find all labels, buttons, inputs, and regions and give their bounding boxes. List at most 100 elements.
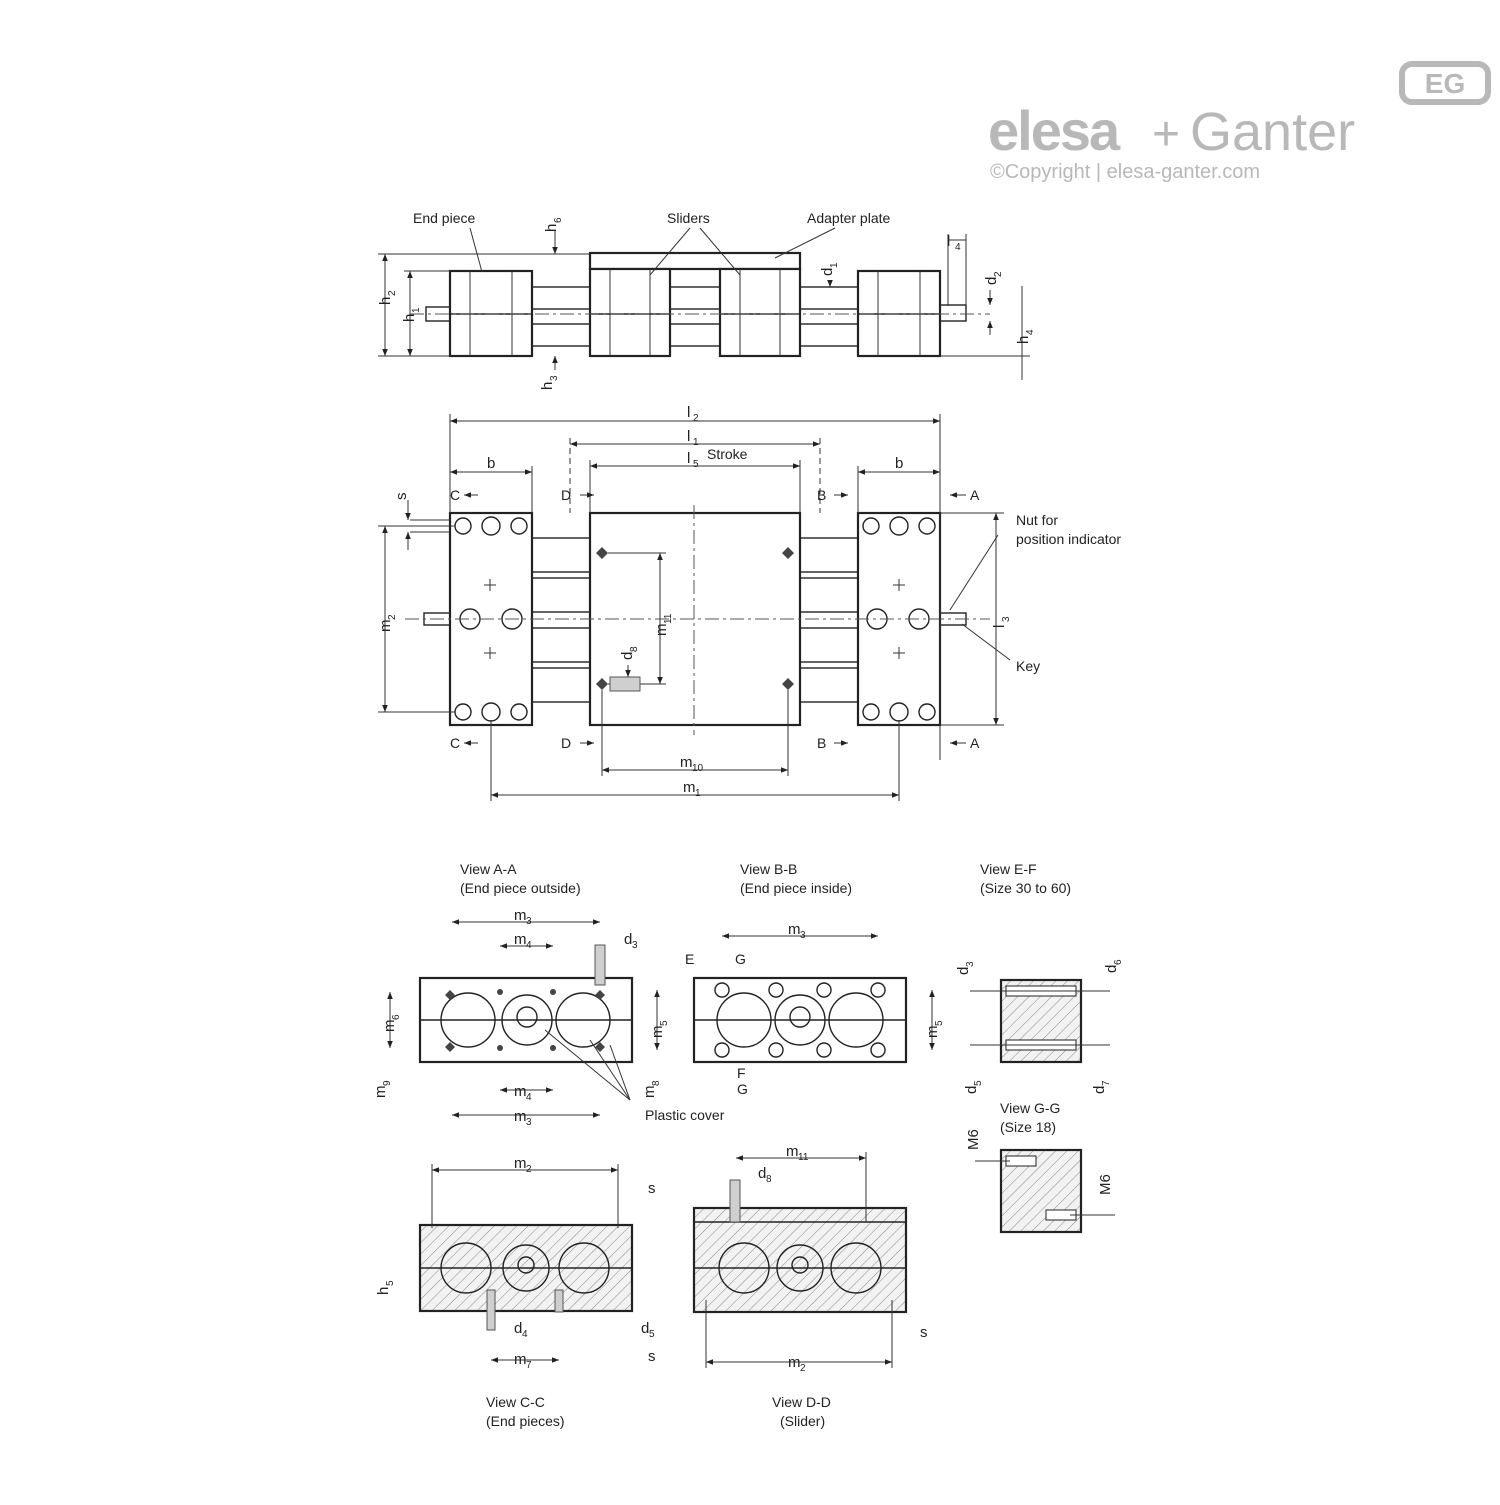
- view-dd-sub: (Slider): [780, 1413, 825, 1429]
- dim-m10: m: [680, 754, 693, 771]
- dim-h2: h: [377, 297, 394, 305]
- svg-text:6: 6: [391, 1014, 402, 1020]
- dim-d2: d: [983, 277, 1000, 285]
- dim-m3-aa-bottom: m: [514, 1108, 527, 1125]
- dim-l1: l: [687, 428, 690, 445]
- svg-text:11: 11: [798, 1152, 809, 1163]
- dim-s-cc-bottom: s: [648, 1348, 656, 1365]
- slider-right: [718, 267, 802, 358]
- svg-text:1: 1: [829, 262, 840, 268]
- svg-text:3: 3: [965, 961, 976, 967]
- dim-m8-aa: m: [641, 1086, 658, 1099]
- logo-badge-frame: [1399, 61, 1491, 105]
- svg-text:4: 4: [955, 242, 961, 253]
- view-ef-title: View E-F: [980, 861, 1037, 877]
- view-gg: View G-G (Size 18) M6 M6: [965, 1100, 1115, 1234]
- svg-text:2: 2: [800, 1363, 806, 1374]
- dim-d6-ef: d: [1103, 965, 1120, 973]
- view-ef: View E-F (Size 30 to 60) d3 d6 d5 d7: [955, 861, 1124, 1094]
- svg-text:5: 5: [649, 1329, 655, 1340]
- label-adapter-plate: Adapter plate: [807, 210, 890, 226]
- view-bb-title: View B-B: [740, 861, 797, 877]
- brand-logo: EG elesa + Ganter ©Copyright | elesa-gan…: [988, 61, 1491, 183]
- svg-text:2: 2: [993, 271, 1004, 277]
- section-e: E: [685, 951, 694, 967]
- section-d-bottom: D: [561, 735, 571, 751]
- svg-text:3: 3: [800, 930, 806, 941]
- svg-text:7: 7: [526, 1360, 532, 1371]
- dim-d4-cc: d: [514, 1320, 522, 1337]
- dim-m9-aa: m: [372, 1086, 389, 1099]
- svg-text:4: 4: [522, 1329, 528, 1340]
- svg-text:7: 7: [1101, 1080, 1112, 1086]
- dim-d3-aa: d: [624, 931, 632, 948]
- dim-d5-cc: d: [641, 1320, 649, 1337]
- svg-text:4: 4: [526, 940, 532, 951]
- section-g-top: G: [735, 951, 746, 967]
- dim-h1: h: [401, 314, 418, 322]
- svg-text:5: 5: [693, 459, 699, 470]
- label-nut-line2: position indicator: [1016, 531, 1121, 547]
- dim-m5-aa: m: [649, 1026, 666, 1039]
- dim-m4-aa-bottom: m: [514, 1083, 527, 1100]
- dim-l3: l: [991, 625, 1008, 628]
- dim-m2-dd: m: [788, 1354, 801, 1371]
- copyright-text: ©Copyright | elesa-ganter.com: [990, 161, 1260, 183]
- section-c-top: C: [450, 487, 460, 503]
- dim-m11-dd: m: [786, 1143, 799, 1160]
- view-gg-sub: (Size 18): [1000, 1119, 1056, 1135]
- dim-h3: h: [539, 382, 556, 390]
- dim-m2-plan: m: [377, 620, 394, 633]
- dim-l5: l: [687, 450, 690, 467]
- svg-text:8: 8: [651, 1080, 662, 1086]
- dim-d8-dd: d: [758, 1165, 766, 1182]
- logo-elesa: elesa: [988, 99, 1121, 162]
- dim-s-plan: s: [393, 493, 410, 501]
- view-cc-title: View C-C: [486, 1394, 545, 1410]
- dim-m4-aa-top: m: [514, 931, 527, 948]
- section-d-top: D: [561, 487, 571, 503]
- svg-text:5: 5: [973, 1080, 984, 1086]
- label-end-piece: End piece: [413, 210, 475, 226]
- dim-d8-plan: d: [619, 652, 636, 660]
- dim-h5: h: [375, 1287, 392, 1295]
- section-g-bottom: G: [737, 1081, 748, 1097]
- dim-d5-ef: d: [963, 1086, 980, 1094]
- rod-lower: [529, 323, 861, 347]
- svg-text:1: 1: [411, 307, 422, 313]
- dim-m2-cc: m: [514, 1155, 527, 1172]
- adapter-plate: [588, 251, 802, 271]
- svg-text:1: 1: [693, 437, 699, 448]
- svg-text:11: 11: [663, 613, 674, 624]
- dim-l4: l: [947, 233, 950, 250]
- label-stroke: Stroke: [707, 446, 748, 462]
- section-a-top: A: [970, 487, 980, 503]
- svg-text:2: 2: [387, 614, 398, 620]
- svg-text:4: 4: [1025, 329, 1036, 335]
- view-bb-sub: (End piece inside): [740, 880, 852, 896]
- view-gg-title: View G-G: [1000, 1100, 1060, 1116]
- dim-d3-ef: d: [955, 967, 972, 975]
- svg-text:5: 5: [385, 1280, 396, 1286]
- svg-text:8: 8: [766, 1174, 772, 1185]
- dim-m3-aa-top: m: [514, 907, 527, 924]
- section-c-bottom: C: [450, 735, 460, 751]
- pin-right: [939, 304, 967, 322]
- view-ef-sub: (Size 30 to 60): [980, 880, 1071, 896]
- label-nut-line1: Nut for: [1016, 512, 1058, 528]
- section-a-bottom: A: [970, 735, 980, 751]
- dim-d1: d: [819, 268, 836, 276]
- label-sliders: Sliders: [667, 210, 710, 226]
- section-f: F: [737, 1065, 746, 1081]
- label-key: Key: [1016, 658, 1040, 674]
- svg-text:3: 3: [632, 940, 638, 951]
- svg-text:6: 6: [553, 217, 564, 223]
- view-dd-title: View D-D: [772, 1394, 831, 1410]
- svg-text:6: 6: [1113, 959, 1124, 965]
- dim-h6: h: [543, 224, 560, 232]
- dim-s-cc-top: s: [648, 1180, 656, 1197]
- logo-plus: +: [1152, 108, 1180, 161]
